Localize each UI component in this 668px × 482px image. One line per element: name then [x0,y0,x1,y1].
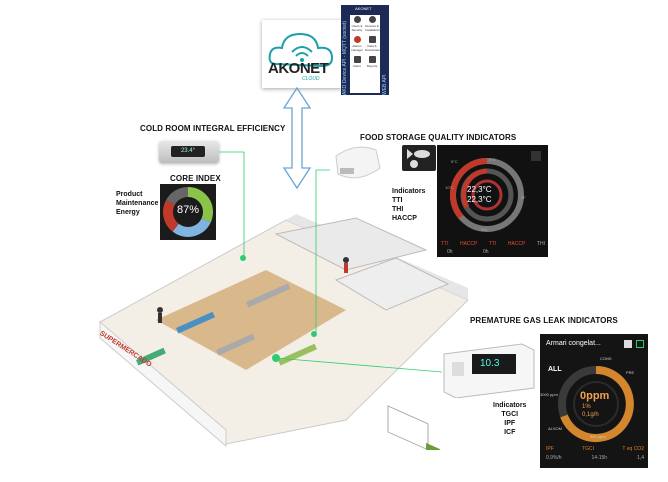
food-mini-2: 0°C [489,157,496,162]
gear-icon [353,16,361,23]
cold-room-title: COLD ROOM INTEGRAL EFFICIENCY [140,124,286,133]
akonet-logo-sub: CLOUD [302,76,320,82]
gas-title: PREMATURE GAS LEAK INDICATORS [470,316,618,325]
grid-icon[interactable] [636,340,644,348]
food-quality-panel: 22,3°C 22,3°C 5°C 0°C 5F 10°C 5% TTI HAC… [437,145,548,257]
cloud-icon [268,32,334,68]
gas-ring-label-4: 3000 ppm [540,392,558,397]
core-index-title: CORE INDEX [170,174,221,183]
gas-gauge [558,366,634,442]
gas-footer-labels: IPF TGCI T eq CO2 [546,446,644,452]
double-arrow-icon [282,86,312,190]
food-icon-box [402,145,436,171]
core-index-panel: 87% [160,184,216,240]
food-item-tti: TTI [392,197,403,204]
food-mini-3: 5F [521,195,526,200]
document-icon[interactable] [624,340,632,348]
gas-item-ipf: IPF [504,420,516,427]
gas-leak-panel: Armari congelat... ALL 0ppm 1% 0,1g/h CO… [540,334,648,468]
reports-cell: Reports [365,55,379,73]
api-header: AKONET [355,6,372,11]
gas-controller-device [443,343,535,398]
food-item-haccp: HACCP [392,215,417,222]
gear-icon [368,16,376,23]
alerts-cell: Alerts [350,55,364,73]
gas-indicators: Indicators TGCI IPF ICF [493,401,526,437]
akonet-cloud-card: AKONET CLOUD [262,20,342,88]
gas-item-icf: ICF [504,429,516,436]
alarms-cell: Alarms manager [350,35,364,53]
food-mini-5: 5% [481,227,487,232]
report-icon [368,56,376,63]
window-icon [353,56,361,63]
gas-ppm-value: 0ppm [580,390,610,402]
core-item-energy: Energy [116,209,140,216]
fish-icon [407,149,430,168]
data-cell: Data & Downloads [365,35,380,53]
gas-ring-label-2: PRE [626,370,635,375]
food-item-thi: THI [392,206,404,213]
gas-footer-values: 0.9%/h 14-15h 1,4 [546,455,644,461]
food-indicators-label: Indicators [392,188,426,195]
core-index-items: Product Maintenance Energy [116,190,158,217]
users-security-cell: Users & Security [350,15,364,33]
controller-display: 23.4° [171,146,205,157]
alarm-icon [353,36,361,43]
gas-item-tgci: TGCI [501,411,519,418]
wireless-sensor [335,146,381,179]
gas-indicators-label: Indicators [493,402,527,409]
core-index-donut [163,187,213,237]
gas-ring-label-3: ALSOM [548,426,563,431]
core-item-maintenance: Maintenance [116,200,159,207]
core-index-value: 87% [176,204,200,216]
gas-sub2: 0,1g/h [582,412,599,418]
food-mini-1: 5°C [451,159,458,164]
food-indicators: Indicators TTI THI HACCP [392,187,425,223]
mqtt-label: AKO Device API - MQTT (socket) [342,20,348,95]
gas-ring-label-5: 500 ppm [590,434,606,439]
food-gauge [449,151,541,232]
core-item-product: Product [116,191,143,198]
food-footer-val2: 0h [483,249,489,255]
api-function-grid: Users & Security Devices & Installations… [350,15,381,93]
akonet-logo-text: AKONET [268,60,329,77]
food-footer-val1: 0h [447,249,453,255]
food-temp2: 22,3°C [467,195,492,204]
gas-panel-title: Armari congelat... [546,340,601,347]
gas-sub1: 1% [582,404,591,410]
supermarket-floorplan [99,214,469,450]
food-footer-labels: TTI HACCP TTI HACCP THI [441,241,545,247]
gas-device-display: 10.3 [480,358,500,369]
devices-cell: Devices & Installations [365,15,381,33]
food-mini-4: 10°C [445,185,454,190]
food-temp1: 22,3°C [467,185,492,194]
chart-icon [368,36,376,43]
food-title: FOOD STORAGE QUALITY INDICATORS [360,133,517,142]
web-api-label: WEB API [382,74,388,95]
controller-device: 23.4° [159,141,219,163]
gas-all-label: ALL [548,366,562,373]
gas-ring-label-1: CONS [600,356,612,361]
